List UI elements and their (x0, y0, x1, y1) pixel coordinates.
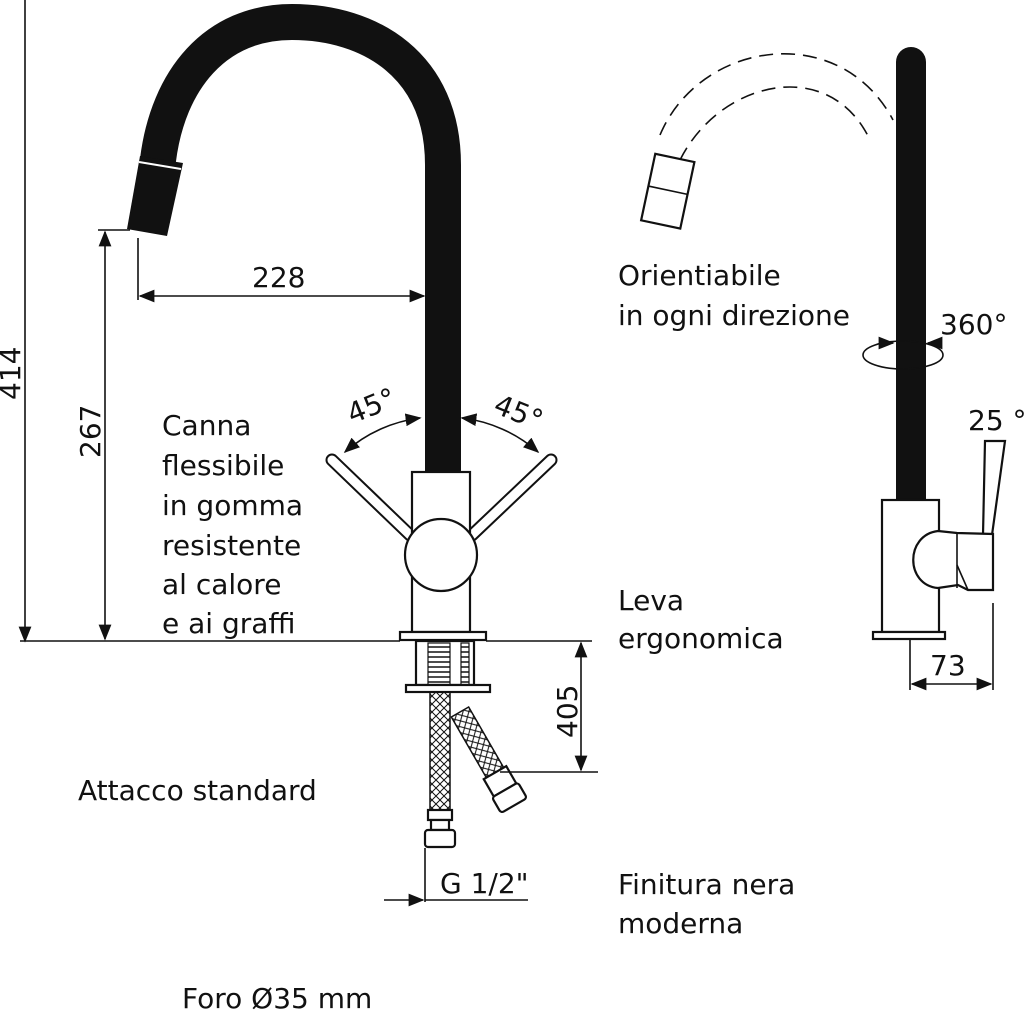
rotation-angle: 360° (940, 308, 1007, 341)
label-line: in gomma (162, 489, 303, 522)
side-lever (981, 439, 1007, 537)
label-line: resistente (162, 529, 301, 562)
lever-handles (325, 453, 558, 542)
side-view-faucet: 73 360° 25 ° (639, 47, 1024, 691)
spout-side (896, 47, 926, 500)
label-line: e ai graffi (162, 607, 295, 640)
connection-size: G 1/2" (440, 867, 529, 900)
lever-angle-left: 45° (342, 381, 400, 430)
front-view-faucet: 45° 45° 414 267 228 405 G 1/2" (0, 0, 598, 907)
label-line: Leva (618, 584, 684, 617)
label-line: Orientiabile (618, 259, 781, 292)
swivel-path-dashed (659, 53, 894, 136)
finish-label: Finitura nera moderna (618, 868, 795, 940)
total-height-dimension: 414 (0, 347, 27, 400)
base-plate (398, 630, 488, 642)
hose-angled (450, 705, 527, 814)
lever-tilt-angle: 25 ° (968, 404, 1024, 437)
spout-height-dimension: 267 (74, 405, 107, 458)
flexible-spout (140, 3, 461, 472)
hose-length-dimension: 405 (551, 685, 584, 738)
label-line: Finitura nera (618, 868, 795, 901)
orientation-label: Orientiabile in ogni direzione (618, 259, 850, 332)
spout-nozzle (127, 156, 183, 236)
lever-depth-dimension: 73 (930, 649, 966, 682)
label-line: flessibile (162, 449, 284, 482)
rotation-icon (862, 340, 944, 370)
hole-size-label: Foro Ø35 mm (182, 982, 372, 1015)
label-line: in ogni direzione (618, 299, 850, 332)
connection-label: Attacco standard (78, 774, 317, 807)
fixing-plate (404, 683, 492, 694)
swivel-nozzle-outline (639, 152, 696, 230)
hose-nut (423, 828, 457, 849)
label-line: al calore (162, 568, 281, 601)
lever-angle-right: 45° (489, 388, 547, 437)
spout-reach-dimension: 228 (252, 261, 305, 294)
label-line: moderna (618, 907, 743, 940)
label-line: ergonomica (618, 622, 784, 655)
spout-feature-label: Canna flessibile in gomma resistente al … (162, 409, 303, 640)
lever-label: Leva ergonomica (618, 584, 784, 655)
lever-hub (403, 517, 479, 593)
label-line: Canna (162, 409, 251, 442)
hose-straight (429, 691, 451, 811)
